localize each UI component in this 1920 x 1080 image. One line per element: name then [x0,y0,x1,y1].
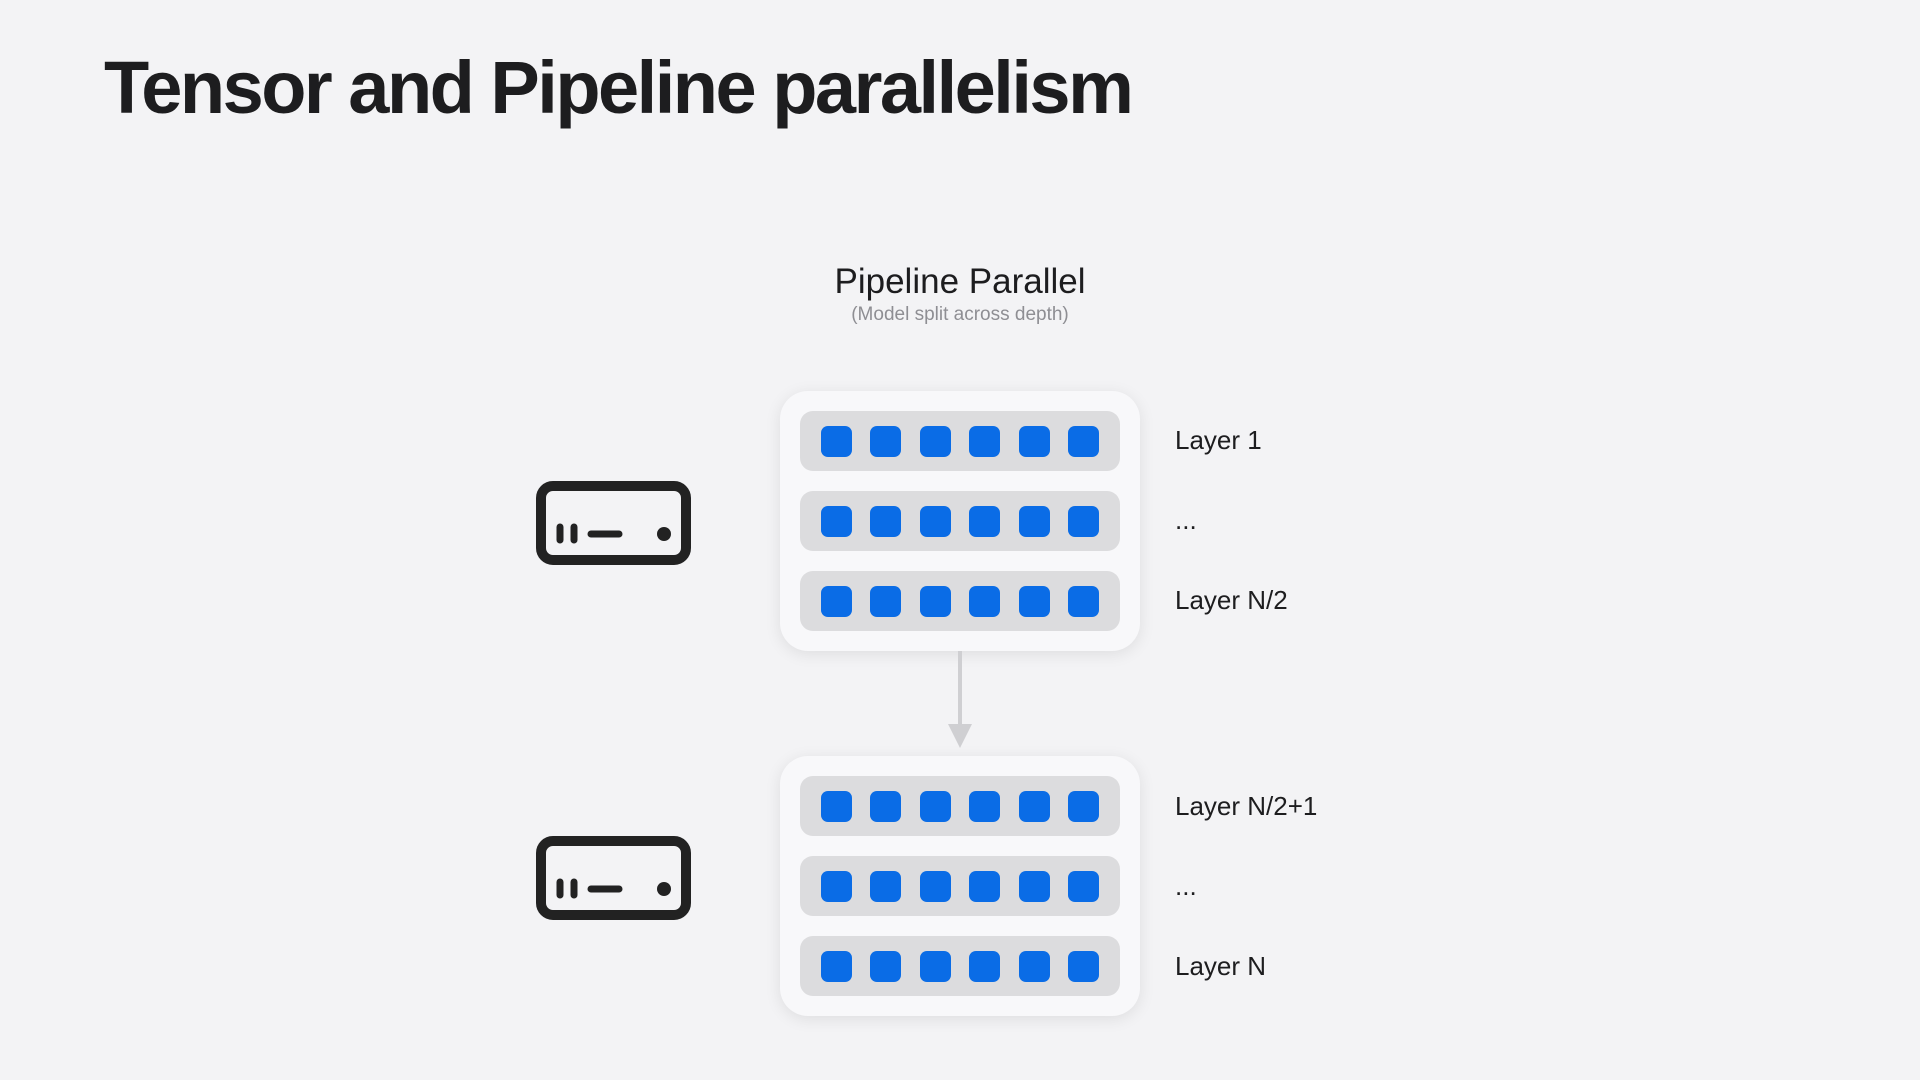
layer-unit [870,586,901,617]
layer-unit [870,791,901,822]
layer-row [800,491,1120,551]
layer-unit [969,586,1000,617]
layer-unit [920,506,951,537]
layer-unit [969,506,1000,537]
layer-unit [870,426,901,457]
layer-label-1: Layer 1 [1175,425,1262,455]
layer-unit [870,951,901,982]
layer-unit [1019,951,1050,982]
layer-row [800,411,1120,471]
layer-label-ellipsis: ... [1175,505,1197,535]
layer-unit [1068,871,1099,902]
layer-label-n-half: Layer N/2 [1175,585,1288,615]
layer-label-n-half-plus-1: Layer N/2+1 [1175,791,1318,821]
layer-unit [969,791,1000,822]
arrow-down-icon [948,651,972,748]
layer-unit [969,951,1000,982]
layer-label-n: Layer N [1175,951,1267,981]
diagram-title: Pipeline Parallel [834,262,1086,301]
layer-unit [1068,506,1099,537]
pipeline-stage-2 [780,756,1140,1016]
layer-unit [1068,791,1099,822]
layer-unit [821,871,852,902]
layer-unit [1019,871,1050,902]
device-icon [536,481,691,565]
layer-unit [870,506,901,537]
device-icon [536,836,691,920]
layer-unit [920,586,951,617]
layer-unit [1019,506,1050,537]
layer-unit [1068,586,1099,617]
layer-unit [1068,951,1099,982]
layer-unit [920,426,951,457]
layer-row [800,571,1120,631]
layer-unit [870,871,901,902]
layer-unit [920,951,951,982]
layer-unit [1019,791,1050,822]
layer-unit [1068,426,1099,457]
layer-unit [821,791,852,822]
layer-unit [1019,426,1050,457]
layer-unit [821,586,852,617]
layer-unit [821,426,852,457]
layer-unit [920,871,951,902]
layer-label-ellipsis: ... [1175,871,1197,901]
pipeline-stage-1 [780,391,1140,651]
layer-unit [1019,586,1050,617]
layer-row [800,856,1120,916]
layer-unit [920,791,951,822]
layer-row [800,936,1120,996]
layer-row [800,776,1120,836]
slide-title: Tensor and Pipeline parallelism [104,46,1134,129]
layer-unit [969,871,1000,902]
layer-unit [821,951,852,982]
diagram-subtitle: (Model split across depth) [851,304,1069,325]
layer-unit [969,426,1000,457]
layer-unit [821,506,852,537]
